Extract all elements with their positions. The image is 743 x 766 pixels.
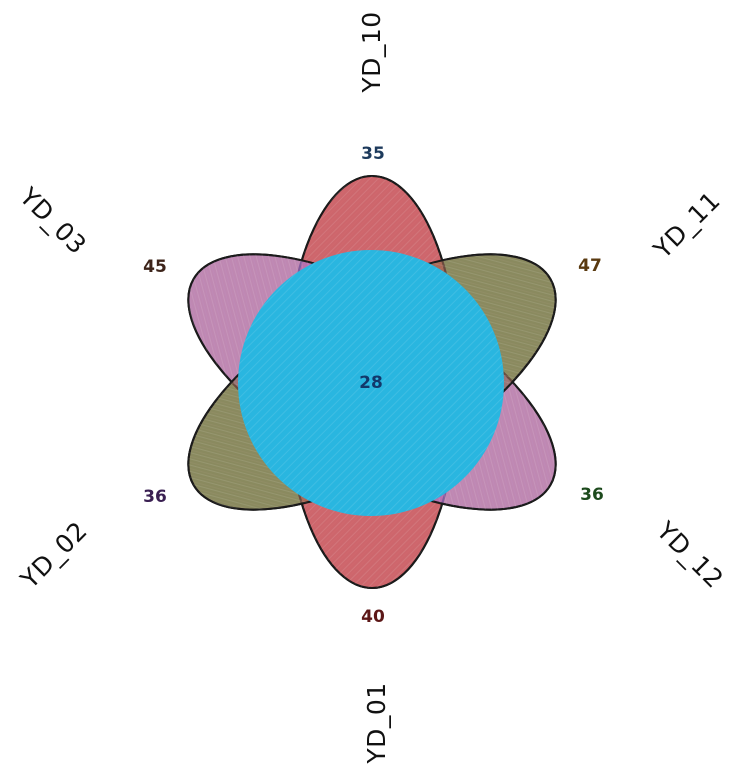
set-label-yd-01: YD_01 <box>362 682 391 764</box>
center-circle-texture <box>238 250 504 516</box>
count-label-yd-10: 35 <box>361 144 385 164</box>
center-intersection[interactable]: 28 <box>238 250 504 516</box>
count-label-yd-01: 40 <box>361 607 385 627</box>
count-label-yd-11: 47 <box>578 256 602 276</box>
count-label-yd-02: 36 <box>143 487 167 507</box>
center-count-label: 28 <box>359 373 383 393</box>
count-label-yd-03: 45 <box>143 257 167 277</box>
set-label-yd-10: YD_10 <box>357 11 386 93</box>
count-label-yd-12: 36 <box>580 485 604 505</box>
